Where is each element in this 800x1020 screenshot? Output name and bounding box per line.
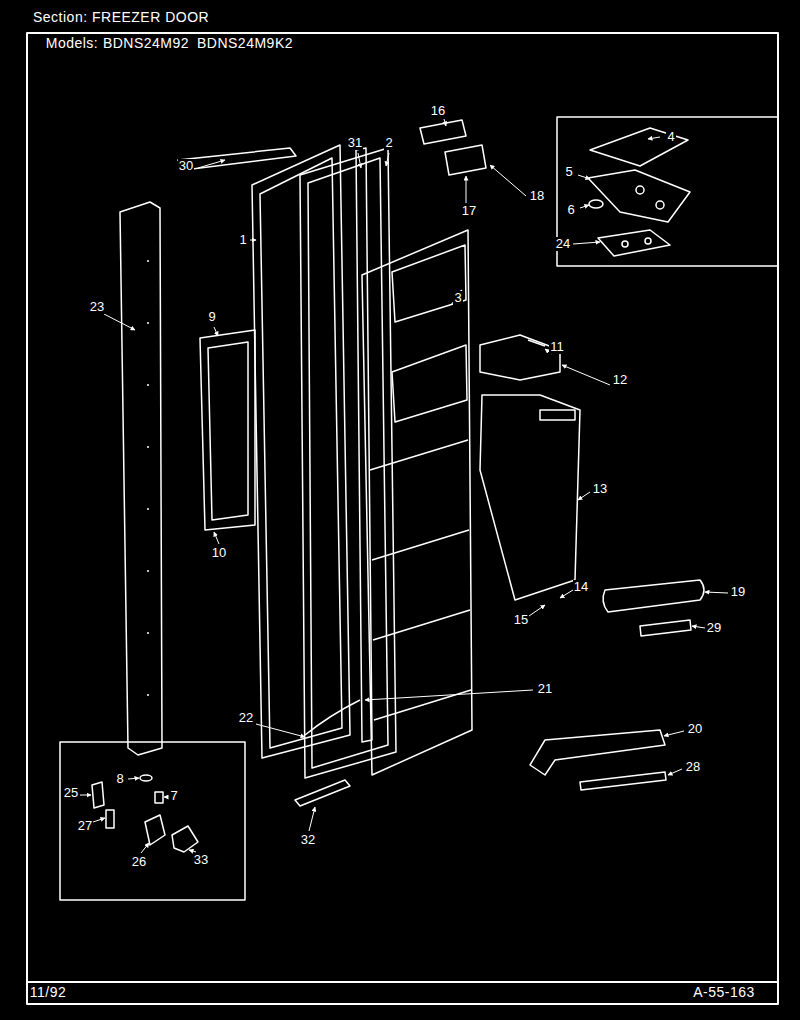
upper-hinge xyxy=(420,120,466,144)
header-text: Models: xyxy=(45,36,100,51)
door-stop-bracket xyxy=(92,782,104,808)
door-handle xyxy=(530,730,665,775)
callout-number: 22 xyxy=(238,711,254,725)
door-liner xyxy=(362,230,472,775)
dispenser-frame-inner xyxy=(208,342,248,520)
header-text: 11/92 xyxy=(29,985,68,1000)
page-frame xyxy=(27,33,778,1004)
callout-number: 33 xyxy=(193,853,209,867)
door-gasket-inner xyxy=(308,158,388,768)
liner-bin xyxy=(392,345,467,422)
callout-number: 1 xyxy=(238,233,247,247)
callout-number: 4 xyxy=(666,130,675,144)
callout-number: 16 xyxy=(430,104,446,118)
callout-number: 28 xyxy=(685,760,701,774)
callout-number: 27 xyxy=(77,819,93,833)
stop-cap xyxy=(140,775,152,781)
liner-bin xyxy=(392,245,466,322)
callout-number: 17 xyxy=(461,204,477,218)
callout-number: 13 xyxy=(592,482,608,496)
callout-number: 5 xyxy=(564,165,573,179)
gasket-seal xyxy=(305,700,360,735)
shim-plate xyxy=(598,230,670,256)
handle-insert xyxy=(580,772,666,790)
housing-window xyxy=(540,410,575,420)
callout-number: 15 xyxy=(513,613,529,627)
stop-block xyxy=(145,815,165,845)
callout-number: 10 xyxy=(211,546,227,560)
hinge-inset-box xyxy=(557,117,778,266)
callout-number: 32 xyxy=(300,833,316,847)
callout-number: 24 xyxy=(555,237,571,251)
callout-number: 23 xyxy=(89,300,105,314)
callout-number: 19 xyxy=(730,585,746,599)
callout-number: 11 xyxy=(549,340,565,354)
header-text: BDNS24M92 xyxy=(102,36,190,51)
stop-inset-box xyxy=(60,742,245,900)
shim-hole xyxy=(645,238,651,244)
callout-number: 9 xyxy=(207,310,216,324)
hinge-bushing xyxy=(445,145,486,175)
hinge-hole xyxy=(636,186,644,194)
hinge-cover xyxy=(590,128,688,166)
ice-chute xyxy=(480,335,560,380)
callout-number: 2 xyxy=(384,136,393,150)
callout-number: 8 xyxy=(115,772,124,786)
door-gasket xyxy=(300,148,396,778)
callout-number: 20 xyxy=(687,722,703,736)
door-trim-strip xyxy=(120,202,162,755)
trim-screw-holes xyxy=(147,260,149,700)
chute-spring xyxy=(528,340,545,346)
callout-number: 25 xyxy=(63,786,79,800)
handle-trim xyxy=(603,580,704,612)
header-text: BDNS24M9K2 xyxy=(196,36,294,51)
handle-insert xyxy=(640,620,691,636)
stop-cover xyxy=(172,826,198,852)
liner-shelves xyxy=(370,440,471,720)
callout-number: 3 xyxy=(453,291,462,305)
callout-number: 6 xyxy=(566,203,575,217)
callout-number: 26 xyxy=(131,855,147,869)
callout-number: 18 xyxy=(529,189,545,203)
callout-number: 31 xyxy=(347,136,363,150)
callout-number: 21 xyxy=(537,682,553,696)
footer-rule xyxy=(27,981,778,983)
shim-hole xyxy=(622,241,628,247)
hinge-hole xyxy=(656,201,664,209)
section-title: Section: FREEZER DOOR xyxy=(32,10,210,25)
stop-spacer xyxy=(106,810,114,828)
bottom-trim xyxy=(295,780,350,806)
washer xyxy=(589,200,603,208)
dispenser-frame xyxy=(200,330,255,530)
callout-number: 7 xyxy=(169,789,178,803)
callout-number: 12 xyxy=(612,373,628,387)
dispenser-housing xyxy=(480,395,580,600)
header-text: A-55-163 xyxy=(692,985,756,1000)
top-trim xyxy=(178,148,296,170)
callout-number: 30 xyxy=(178,159,194,173)
leader-lines xyxy=(80,119,728,853)
hinge-plate xyxy=(588,170,690,222)
stop-pin xyxy=(155,792,163,803)
callout-number: 29 xyxy=(706,621,722,635)
callout-number: 14 xyxy=(573,580,589,594)
